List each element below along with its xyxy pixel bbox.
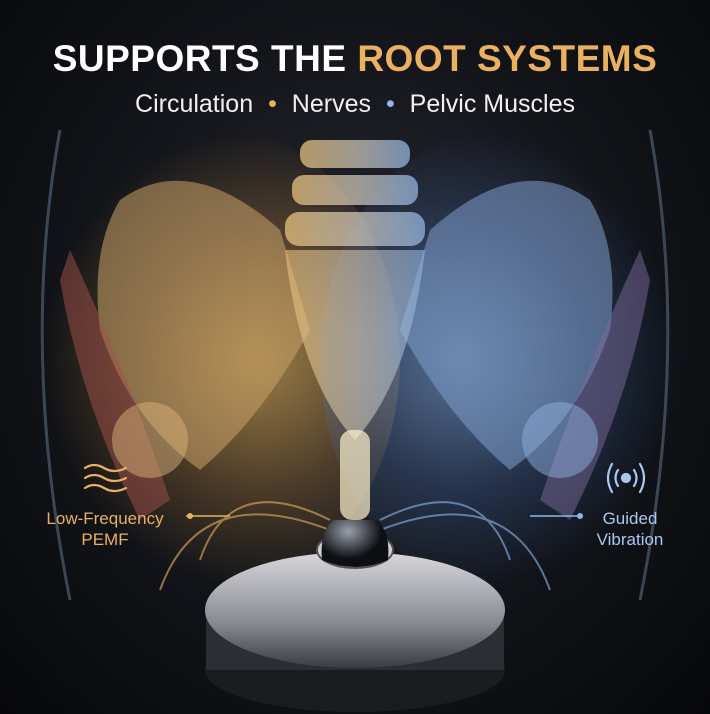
feature-line: PEMF	[81, 530, 129, 549]
subtitle-item: Pelvic Muscles	[409, 90, 575, 118]
feature-line: Low-Frequency	[46, 509, 164, 528]
subtitle: Circulation • Nerves • Pelvic Muscles	[0, 90, 710, 119]
headline: SUPPORTS THE ROOT SYSTEMS	[0, 38, 710, 80]
wave-icon	[83, 463, 128, 493]
subtitle-item: Nerves	[291, 90, 371, 118]
subtitle-item: Circulation	[135, 90, 254, 118]
feature-line: Guided	[602, 509, 658, 528]
vibration-icon	[606, 462, 646, 494]
separator-dot: •	[385, 90, 395, 118]
separator-dot: •	[268, 90, 277, 118]
feature-line: Vibration	[596, 530, 664, 549]
device-illustration	[205, 520, 505, 712]
feature-vibration: Guided Vibration	[590, 508, 670, 550]
headline-text: SUPPORTS THE	[52, 38, 358, 79]
feature-pemf: Low-Frequency PEMF	[30, 508, 180, 550]
headline-accent: ROOT SYSTEMS	[357, 38, 658, 79]
